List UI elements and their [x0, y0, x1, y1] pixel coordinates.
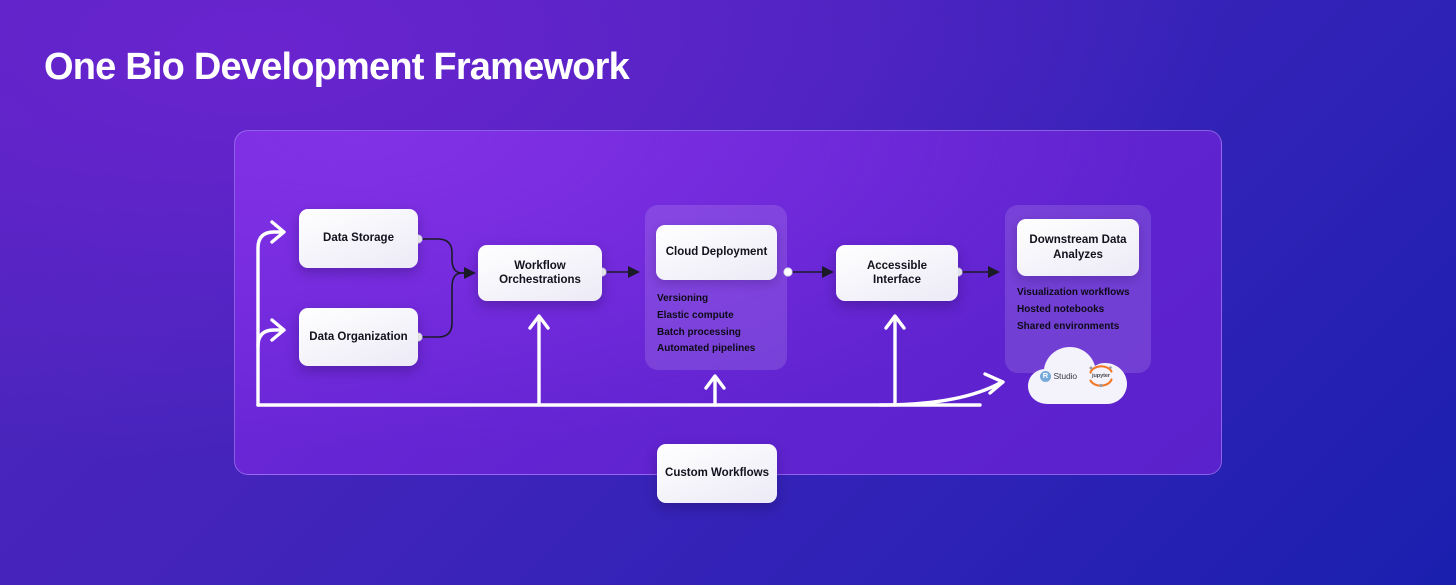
rstudio-mark-icon: R [1039, 370, 1051, 382]
list-item: Elastic compute [657, 309, 734, 321]
node-accessible-interface[interactable]: Accessible Interface [836, 245, 958, 301]
rstudio-logo: R Studio [1039, 370, 1077, 382]
node-cloud-deployment[interactable]: Cloud Deployment [656, 225, 777, 280]
node-data-organization[interactable]: Data Organization [299, 308, 418, 366]
rstudio-wordmark: Studio [1053, 371, 1077, 381]
list-item: Automated pipelines [657, 343, 756, 355]
downstream-feature-list: Visualization workflows Hosted notebooks… [1017, 285, 1143, 335]
jupyter-logo: jupyter [1086, 364, 1116, 388]
jupyter-wordmark: jupyter [1092, 373, 1110, 379]
node-downstream-data-analyzes[interactable]: Downstream Data Analyzes [1017, 219, 1139, 276]
node-workflow-orchestrations[interactable]: Workflow Orchestrations [478, 245, 602, 301]
node-data-storage[interactable]: Data Storage [299, 209, 418, 268]
node-custom-workflows[interactable]: Custom Workflows [657, 444, 777, 503]
group-cloud-deployment: Cloud Deployment Versioning Elastic comp… [645, 205, 787, 370]
cloud-icon: R Studio jupyter [1026, 344, 1130, 408]
list-item: Versioning [657, 293, 709, 304]
group-downstream-data-analyzes: Downstream Data Analyzes Visualization w… [1005, 205, 1151, 373]
list-item: Batch processing [657, 326, 741, 338]
framework-panel [234, 130, 1222, 475]
list-item: Hosted notebooks [1017, 303, 1105, 315]
page-title: One Bio Development Framework [44, 46, 630, 88]
cloud-deployment-feature-list: Versioning Elastic compute Batch process… [657, 291, 779, 358]
list-item: Visualization workflows [1017, 287, 1130, 298]
list-item: Shared environments [1017, 320, 1120, 332]
